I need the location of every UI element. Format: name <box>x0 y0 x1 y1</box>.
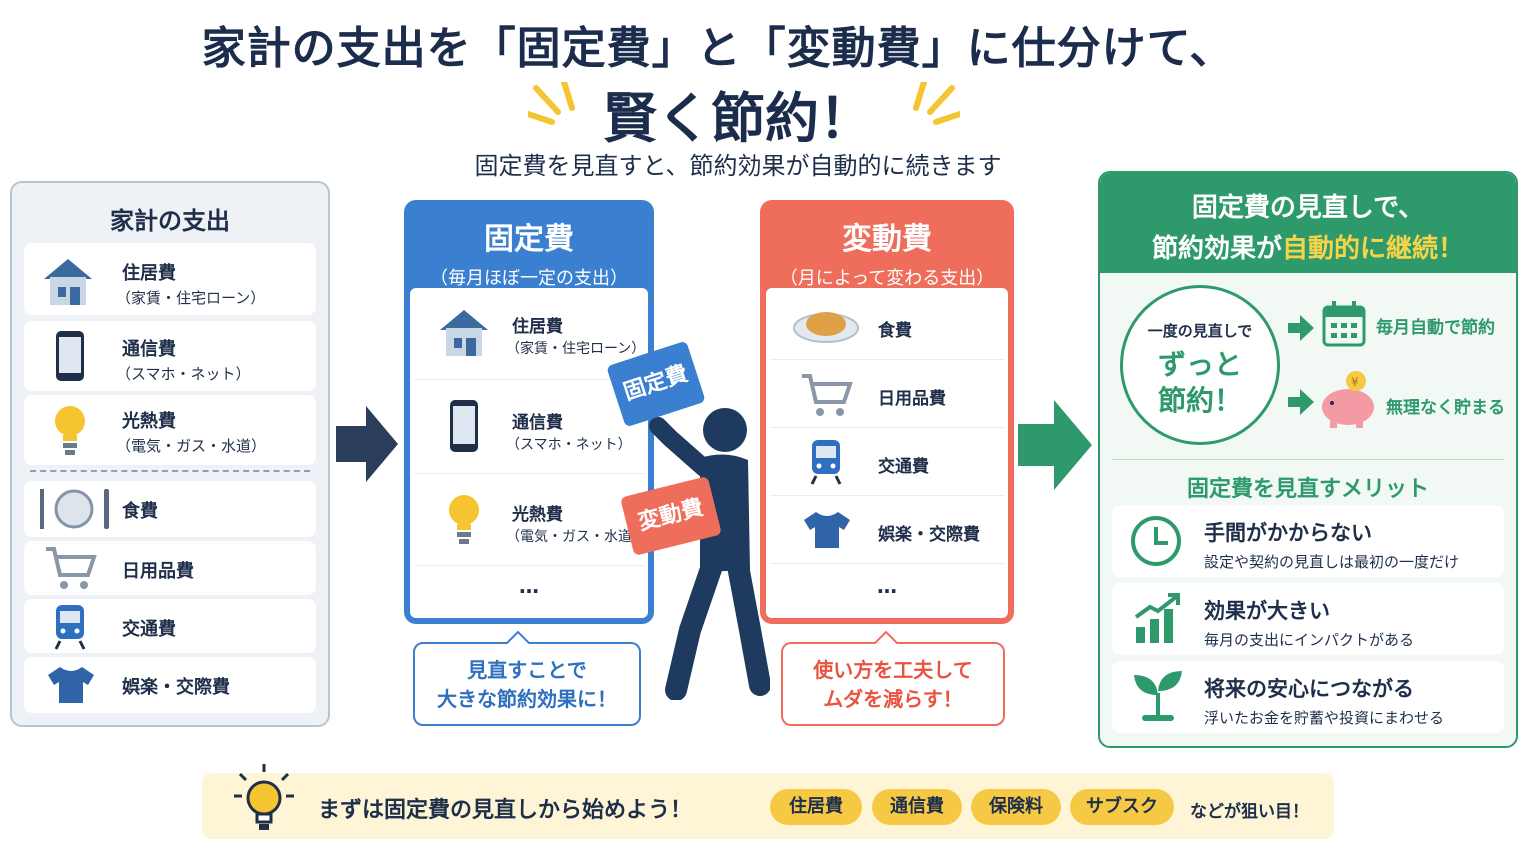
plate-icon <box>40 489 109 529</box>
expense-list-panel: 家計の支出 住居費 （家賃・住宅ローン） 通信費 （スマホ・ネット） 光熱費 （… <box>10 181 330 727</box>
chip-housing: 住居費 <box>770 789 862 825</box>
expense-list-title: 家計の支出 <box>110 207 230 235</box>
smartphone-icon <box>450 400 478 452</box>
list-item: 日用品費 <box>770 362 1004 428</box>
merit-card: 効果が大きい 毎月の支出にインパクトがある <box>1112 583 1504 655</box>
page-title: 家計の支出を「固定費」と「変動費」に仕分けて、 <box>201 23 1235 74</box>
footer-lead: まずは固定費の見直しから始めよう！ <box>318 798 693 823</box>
list-item: 光熱費 （電気・ガス・水道） <box>414 476 646 566</box>
benefit-header: 固定費の見直しで、 節約効果が自動的に継続！ <box>1100 173 1516 273</box>
arrow-right-icon <box>336 406 398 482</box>
forever-saving-circle: 一度の見直しで ずっと 節約！ <box>1120 285 1280 445</box>
svg-text:¥: ¥ <box>1351 375 1359 389</box>
footer-tail: などが狙い目！ <box>1190 802 1309 822</box>
list-item: 食費 <box>24 481 316 537</box>
list-item: 娯楽・交際費 <box>24 657 316 713</box>
lightbulb-icon <box>55 406 85 455</box>
cart-icon <box>802 374 853 416</box>
fixed-cost-card: 固定費 （毎月ほぼ一定の支出） 住居費 （家賃・住宅ローン） 通信費 （スマホ・… <box>404 200 654 624</box>
train-icon <box>810 440 842 485</box>
bubble-pointer <box>874 630 898 644</box>
divider <box>1112 459 1504 460</box>
list-item: 住居費 （家賃・住宅ローン） <box>414 292 645 380</box>
list-item: 娯楽・交際費 <box>770 498 1004 564</box>
smartphone-icon <box>56 331 84 381</box>
chip-insurance: 保険料 <box>971 789 1061 825</box>
calendar-icon <box>1322 301 1366 347</box>
clock-icon <box>1131 516 1181 566</box>
arrow-right-icon <box>1288 389 1314 415</box>
arrow-right-icon <box>1018 400 1092 490</box>
merit-card: 将来の安心につながる 浮いたお金を貯蓄や投資にまわせる <box>1112 661 1504 733</box>
list-item: 日用品費 <box>24 541 316 595</box>
benefit-auto-saving: 毎月自動で節約 <box>1376 318 1495 338</box>
house-icon <box>44 259 92 305</box>
list-item: 食費 <box>770 292 1004 360</box>
chip-telecom: 通信費 <box>872 789 962 825</box>
page-subtitle: 固定費を見直すと、節約効果が自動的に続きます <box>474 152 1002 180</box>
benefit-panel: 固定費の見直しで、 節約効果が自動的に継続！ 一度の見直しで ずっと 節約！ 毎… <box>1098 171 1518 748</box>
more-ellipsis: … <box>877 574 897 598</box>
divider <box>30 470 310 472</box>
sparkle-right-icon <box>913 82 960 125</box>
fixed-cost-note: 見直すことで 大きな節約効果に！ <box>413 642 641 726</box>
benefit-saving-up: 無理なく貯まる <box>1386 398 1505 418</box>
fixed-cost-subtitle: （毎月ほぼ一定の支出） <box>430 268 628 289</box>
growth-chart-icon <box>1134 593 1180 643</box>
list-item: 住居費 （家賃・住宅ローン） <box>24 243 316 315</box>
list-item: 交通費 <box>24 599 316 653</box>
list-item: 光熱費 （電気・ガス・水道） <box>24 395 316 465</box>
list-item: 通信費 （スマホ・ネット） <box>414 382 644 474</box>
variable-cost-subtitle: （月によって変わる支出） <box>779 268 995 289</box>
merit-card: 手間がかからない 設定や契約の見直しは最初の一度だけ <box>1112 505 1504 577</box>
food-plate-icon <box>793 312 859 343</box>
page-title-emphasis: 賢く節約！ <box>603 87 873 150</box>
merits-title: 固定費を見直すメリット <box>1186 477 1429 502</box>
fixed-cost-title: 固定費 <box>484 222 574 257</box>
variable-cost-note: 使い方を工夫して ムダを減らす！ <box>781 642 1005 726</box>
sprout-icon <box>1134 671 1182 721</box>
list-item: 通信費 （スマホ・ネット） <box>24 321 316 391</box>
variable-cost-card: 変動費 （月によって変わる支出） 食費 日用品費 交通費 娯楽・交際費 <box>760 200 1014 624</box>
arrow-right-icon <box>1288 315 1314 341</box>
more-ellipsis: … <box>519 574 539 598</box>
chip-subscription: サブスク <box>1070 789 1174 825</box>
cart-icon <box>46 547 97 589</box>
lightbulb-icon <box>449 495 479 544</box>
list-item: 交通費 <box>770 430 1004 496</box>
tshirt-icon <box>48 667 94 703</box>
piggy-bank-icon: ¥ <box>1322 371 1374 428</box>
train-icon <box>54 605 86 650</box>
house-icon <box>440 310 488 356</box>
variable-cost-title: 変動費 <box>842 222 932 257</box>
lightbulb-icon <box>234 764 294 830</box>
tshirt-icon <box>804 512 850 548</box>
sparkle-left-icon <box>528 82 575 125</box>
bubble-pointer <box>506 630 530 644</box>
